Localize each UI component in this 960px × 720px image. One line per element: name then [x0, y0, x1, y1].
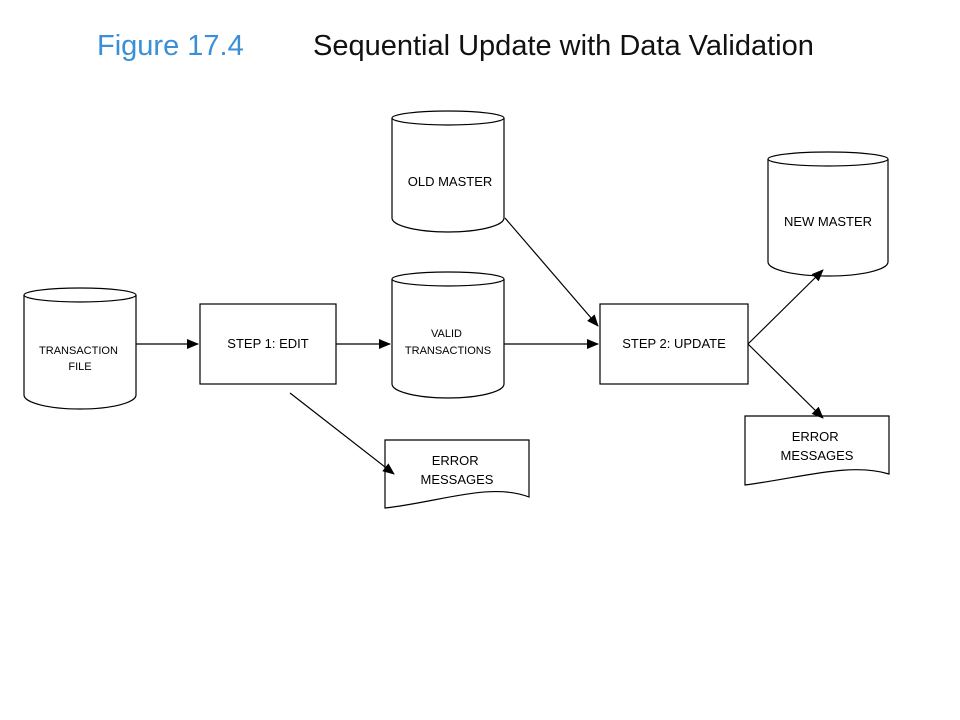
- old-master-cylinder: [391, 110, 505, 233]
- new-master-label: NEW MASTER: [784, 214, 872, 229]
- figure-number: Figure 17.4: [97, 30, 244, 62]
- step2-update-box: [599, 303, 749, 385]
- transaction-file-node: TRANSACTION FILE: [23, 287, 137, 410]
- step1-edit-label: STEP 1: EDIT: [227, 336, 308, 351]
- arrow-step1-to-error-messages: [289, 392, 395, 475]
- step1-edit-box: [199, 303, 337, 385]
- error-messages-2-label: ERROR MESSAGES: [781, 429, 854, 463]
- error-messages-1-label: ERROR MESSAGES: [421, 453, 494, 487]
- error-messages-1-document: [384, 439, 530, 509]
- figure-caption: Sequential Update with Data Validation: [313, 30, 814, 62]
- valid-transactions-cylinder: [391, 271, 505, 399]
- arrow-step2-to-error-messages: [747, 343, 824, 419]
- error-messages-1-node: ERROR MESSAGES: [384, 439, 530, 509]
- transaction-file-cylinder: [23, 287, 137, 410]
- step2-update-node: STEP 2: UPDATE: [599, 303, 749, 385]
- valid-transactions-label: VALID TRANSACTIONS: [405, 328, 491, 357]
- step1-edit-node: STEP 1: EDIT: [199, 303, 337, 385]
- new-master-node: NEW MASTER: [767, 151, 889, 277]
- old-master-label: OLD MASTER: [408, 174, 493, 189]
- step2-update-label: STEP 2: UPDATE: [622, 336, 726, 351]
- valid-transactions-node: VALID TRANSACTIONS: [391, 271, 505, 399]
- transaction-file-label: TRANSACTION FILE: [39, 345, 121, 373]
- arrow-step2-to-new-master: [747, 269, 824, 345]
- arrow-old-master-to-step2: [504, 217, 599, 327]
- error-messages-2-document: [744, 415, 890, 486]
- new-master-cylinder: [767, 151, 889, 277]
- old-master-node: OLD MASTER: [391, 110, 505, 233]
- error-messages-2-node: ERROR MESSAGES: [744, 415, 890, 486]
